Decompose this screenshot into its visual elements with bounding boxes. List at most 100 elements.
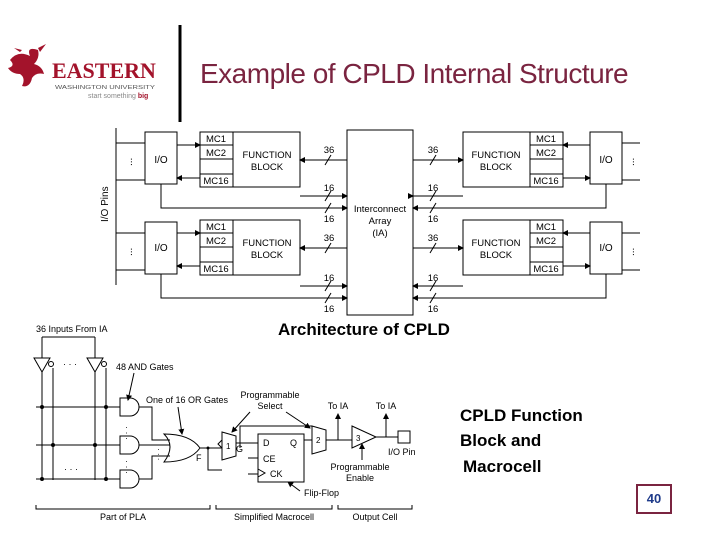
bus-36-label: 36 <box>324 233 335 244</box>
svg-text:· · ·: · · · <box>122 426 132 440</box>
logo-name: EASTERN <box>52 58 156 83</box>
mc2-label: MC2 <box>536 236 556 247</box>
bus-16-label: 16 <box>324 214 335 225</box>
to-ia-label: To IA <box>328 401 349 411</box>
mc2-label: MC2 <box>206 236 226 247</box>
macrocell-diagram: 36 Inputs From IA · · · 48 AND Gates · ·… <box>33 324 416 522</box>
signal-g: G <box>236 444 243 454</box>
bus-36-label: 36 <box>324 145 335 156</box>
svg-text:· · ·: · · · <box>63 359 77 369</box>
bus-16-label: 16 <box>428 183 439 194</box>
architecture-caption: Architecture of CPLD <box>278 320 450 339</box>
svg-text:3: 3 <box>356 434 361 443</box>
macrocell-caption-1: CPLD Function <box>460 406 583 425</box>
fb-label-2: BLOCK <box>251 250 284 261</box>
svg-text:· · ·: · · · <box>64 464 78 474</box>
page-number: 40 <box>636 484 672 514</box>
inputs-label: 36 Inputs From IA <box>36 324 108 334</box>
io-label-tr: I/O <box>599 155 613 166</box>
macrocell-caption-3: Macrocell <box>463 457 541 476</box>
svg-text:...: ... <box>626 158 637 166</box>
output-bracket <box>337 505 413 510</box>
pla-bracket <box>35 505 211 510</box>
cpld-architecture-diagram: I/O Pins Interconnect Array (IA) I/O MC1… <box>100 128 640 316</box>
mc1-label: MC1 <box>206 134 226 145</box>
svg-text:1: 1 <box>226 442 231 451</box>
bus-16-label: 16 <box>324 273 335 284</box>
fb-label-2: BLOCK <box>480 162 513 173</box>
ff-ck: CK <box>270 469 283 479</box>
right-pin-ticks: ... ... <box>622 142 640 271</box>
bus-36-label: 36 <box>428 145 439 156</box>
fb-label-1: FUNCTION <box>242 150 291 161</box>
io-pins-label: I/O Pins <box>100 186 111 222</box>
left-pin-ticks: ... ... <box>116 142 145 271</box>
or-gate-icon <box>162 433 201 463</box>
bus-16-label: 16 <box>428 214 439 225</box>
prog-enable-label-2: Enable <box>346 473 374 483</box>
to-ia-label: To IA <box>376 401 397 411</box>
prog-select-label-2: Select <box>257 401 283 411</box>
bus-16-label: 16 <box>324 183 335 194</box>
fb-label-2: BLOCK <box>480 250 513 261</box>
svg-text:...: ... <box>124 158 135 166</box>
input-buffer-icon <box>33 357 51 374</box>
part-output-label: Output Cell <box>352 512 397 522</box>
bus-36-label: 36 <box>428 233 439 244</box>
fb-label-1: FUNCTION <box>471 238 520 249</box>
macrocell-bracket <box>215 505 333 510</box>
output-buffer <box>351 425 378 449</box>
mc2-label: MC2 <box>536 148 556 159</box>
ia-label-1: Interconnect <box>354 204 407 215</box>
signal-f: F <box>196 453 202 463</box>
university-logo: EASTERN WASHINGTON UNIVERSITY start some… <box>8 44 156 100</box>
macrocell-caption-2: Block and <box>460 431 541 450</box>
mc1-label: MC1 <box>536 222 556 233</box>
mc16-label: MC16 <box>203 176 228 187</box>
prog-enable-label-1: Programmable <box>330 462 389 472</box>
bus-16-label: 16 <box>428 273 439 284</box>
io-pin-box <box>397 430 411 444</box>
prog-select-label-1: Programmable <box>240 390 299 400</box>
ff-q: Q <box>290 438 297 448</box>
ia-label-3: (IA) <box>372 228 387 239</box>
and-gate-icon <box>119 469 140 489</box>
mc16-label: MC16 <box>533 264 558 275</box>
bus-16-label: 16 <box>428 304 439 315</box>
fb-label-1: FUNCTION <box>242 238 291 249</box>
bus-16-label: 16 <box>324 304 335 315</box>
flip-flop-label: Flip-Flop <box>304 488 339 498</box>
mc1-label: MC1 <box>206 222 226 233</box>
fb-label-2: BLOCK <box>251 162 284 173</box>
mc16-label: MC16 <box>203 264 228 275</box>
mc16-label: MC16 <box>533 176 558 187</box>
io-pin-label: I/O Pin <box>388 447 416 457</box>
svg-text:· · ·: · · · <box>154 448 163 460</box>
ff-ce: CE <box>263 454 276 464</box>
svg-text:...: ... <box>626 248 637 256</box>
part-macrocell-label: Simplified Macrocell <box>234 512 314 522</box>
interconnect-array <box>346 129 414 316</box>
svg-text:· · ·: · · · <box>122 460 132 474</box>
ia-label-2: Array <box>369 216 392 227</box>
eagle-logo-icon <box>8 44 46 87</box>
svg-text:...: ... <box>124 248 135 256</box>
mc1-label: MC1 <box>536 134 556 145</box>
mux-1 <box>221 431 237 461</box>
and-gates-label: 48 AND Gates <box>116 362 174 372</box>
and-gate-icon <box>119 397 140 417</box>
mc2-label: MC2 <box>206 148 226 159</box>
or-gates-label: One of 16 OR Gates <box>146 395 229 405</box>
input-buffer-icon <box>86 357 104 374</box>
bus-slashes <box>324 154 437 304</box>
ff-d: D <box>263 438 270 448</box>
io-label-tl: I/O <box>154 155 168 166</box>
mux-2 <box>311 425 327 455</box>
io-label-br: I/O <box>599 243 613 254</box>
part-pla-label: Part of PLA <box>100 512 146 522</box>
and-gate-icon <box>119 435 140 455</box>
fb-label-1: FUNCTION <box>471 150 520 161</box>
logo-university: WASHINGTON UNIVERSITY <box>55 85 155 91</box>
slide-title: Example of CPLD Internal Structure <box>200 58 629 89</box>
